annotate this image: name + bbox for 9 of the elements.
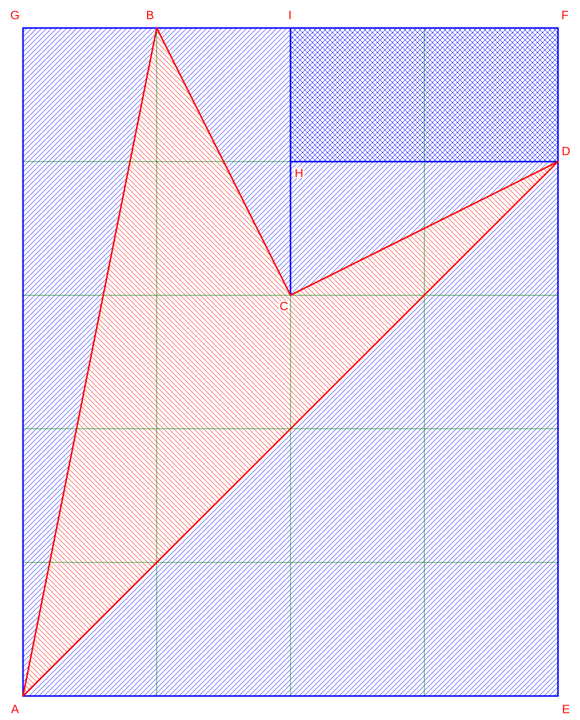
point-label: C: [278, 300, 290, 312]
point-label: A: [10, 704, 20, 714]
point-label: B: [145, 10, 155, 20]
point-label: H: [294, 168, 304, 178]
point-label: E: [561, 704, 571, 714]
point-label: D: [560, 146, 572, 156]
point-label: I: [287, 10, 293, 20]
point-label: G: [9, 10, 21, 20]
point-label: F: [560, 10, 570, 20]
